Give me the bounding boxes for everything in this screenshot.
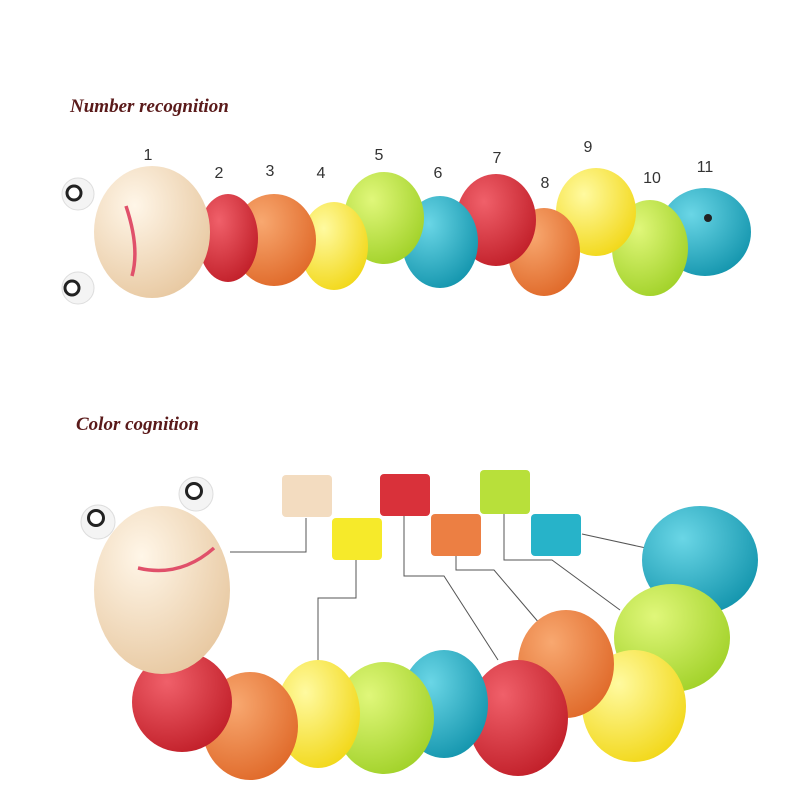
number-label-7: 7 <box>492 150 502 167</box>
swatch-lime <box>480 470 530 514</box>
number-label-8: 8 <box>540 175 550 192</box>
color-cognition-heading: Color cognition <box>76 414 199 435</box>
segment-2 <box>198 194 258 282</box>
swatch-orange <box>431 514 481 556</box>
segment-red <box>132 652 232 752</box>
swatch-red <box>380 474 430 516</box>
number-label-11: 11 <box>696 159 714 176</box>
head-mouth <box>124 205 137 277</box>
leader-cyan <box>581 533 647 549</box>
segment-yellow <box>276 660 360 768</box>
number-caterpillar <box>61 166 751 305</box>
number-label-10: 10 <box>643 170 661 187</box>
color-caterpillar <box>80 476 758 780</box>
segment-1-head <box>94 166 210 298</box>
number-label-2: 2 <box>214 165 224 182</box>
head-mouth-2 <box>137 546 216 573</box>
leader-wood <box>230 518 307 553</box>
segment-4 <box>300 202 368 290</box>
leader-red <box>403 516 499 661</box>
swatch-cyan <box>531 514 581 556</box>
number-label-1: 1 <box>143 147 153 164</box>
number-label-5: 5 <box>374 147 384 164</box>
number-label-3: 3 <box>265 163 275 180</box>
number-label-6: 6 <box>433 165 443 182</box>
swatch-yellow <box>332 518 382 560</box>
leader-lime <box>503 514 621 611</box>
tail-hole <box>704 214 712 222</box>
leader-orange <box>455 556 541 625</box>
number-label-4: 4 <box>316 165 326 182</box>
leader-yellow <box>317 560 357 660</box>
color-legend <box>230 514 647 661</box>
number-label-9: 9 <box>583 139 593 156</box>
segment-lime-2 <box>334 662 434 774</box>
number-recognition-heading: Number recognition <box>70 96 229 117</box>
segment-head <box>94 506 230 674</box>
swatch-wood <box>282 475 332 517</box>
segment-red-2 <box>468 660 568 776</box>
